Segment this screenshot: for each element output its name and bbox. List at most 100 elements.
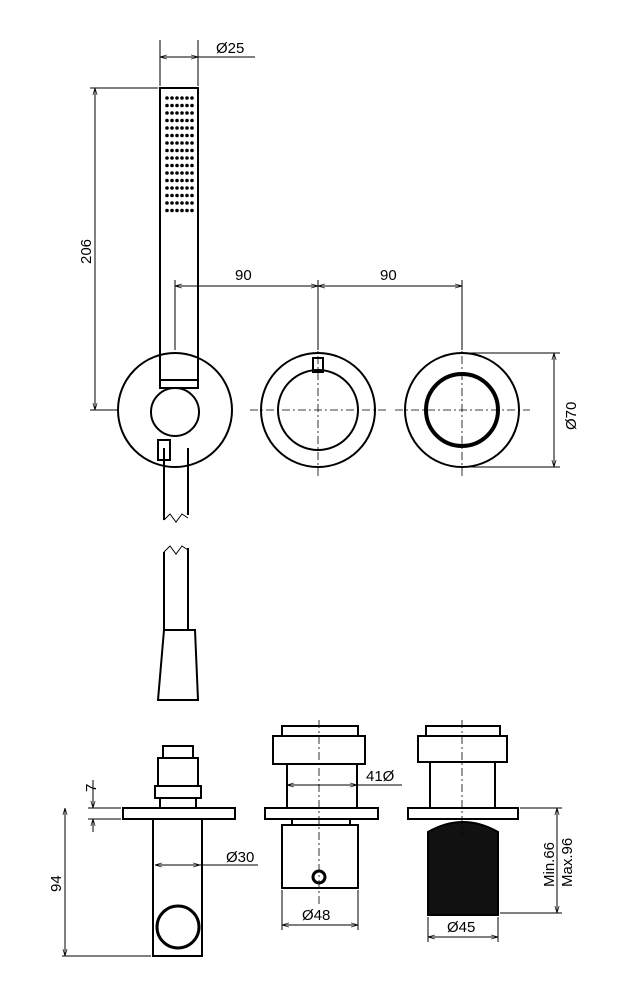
- dimension-rosette-diameter: Ø70: [462, 352, 580, 468]
- nozzle-dot: [190, 163, 194, 168]
- nozzle-dot: [170, 118, 174, 123]
- nozzle-dot: [165, 163, 169, 168]
- nozzle-dot: [185, 133, 189, 138]
- nozzle-dot: [185, 193, 189, 198]
- label-handshower-height: 206: [78, 239, 95, 264]
- dimension-handshower-height: 206: [78, 87, 158, 411]
- dimension-knob-diameter: Ø45: [427, 917, 499, 942]
- nozzle-dot: [180, 126, 184, 130]
- nozzle-dot: [190, 118, 194, 123]
- nozzle-dot: [175, 201, 179, 205]
- nozzle-dot: [170, 96, 174, 100]
- nozzle-dot: [190, 193, 194, 198]
- dimension-handshower-diameter: Ø25: [159, 40, 255, 86]
- nozzle-dot: [165, 118, 169, 123]
- nozzle-dot: [165, 171, 169, 175]
- nozzle-dot: [170, 178, 174, 183]
- hose: [156, 448, 200, 701]
- label-outlet-diameter: Ø30: [226, 849, 254, 866]
- nozzle-dot: [180, 103, 184, 108]
- nozzle-dot: [180, 118, 184, 123]
- label-knob-diameter: Ø45: [447, 919, 475, 936]
- nozzle-dot: [185, 126, 189, 130]
- nozzle-dot: [175, 208, 179, 213]
- label-total-depth: 94: [48, 875, 65, 892]
- dimension-outlet-diameter: Ø30: [155, 849, 258, 866]
- nozzle-dot: [190, 148, 194, 153]
- nozzle-dot: [180, 163, 184, 168]
- dimension-spacing: 90 90: [174, 267, 463, 350]
- nozzle-dot: [170, 186, 174, 190]
- nozzle-dot: [185, 163, 189, 168]
- nozzle-dot: [180, 171, 184, 175]
- label-wall-max: Max.96: [559, 838, 576, 887]
- nozzle-dot: [185, 118, 189, 123]
- nozzle-dot: [170, 201, 174, 205]
- nozzle-dot: [165, 111, 169, 115]
- nozzle-dot: [165, 103, 169, 108]
- diverter-side-view: [407, 720, 519, 916]
- nozzle-dot: [185, 201, 189, 205]
- nozzle-dot: [180, 193, 184, 198]
- nozzle-dot: [190, 111, 194, 115]
- nozzle-dot: [170, 111, 174, 115]
- rosette-mixer: [250, 340, 386, 478]
- nozzle-dot: [175, 186, 179, 190]
- dimension-cartridge-diameter: 41Ø: [287, 768, 402, 785]
- nozzle-dot: [170, 103, 174, 108]
- nozzle-dot: [185, 103, 189, 108]
- nozzle-dot: [185, 148, 189, 153]
- nozzle-dot: [185, 96, 189, 100]
- label-spacing-right: 90: [380, 267, 397, 284]
- nozzle-dot: [190, 103, 194, 108]
- nozzle-dot: [190, 133, 194, 138]
- nozzle-dot: [190, 208, 194, 213]
- nozzle-dot: [180, 178, 184, 183]
- nozzle-dot: [185, 111, 189, 115]
- holder-side-view: [122, 745, 236, 957]
- nozzle-dot: [190, 126, 194, 130]
- nozzle-dot: [180, 96, 184, 100]
- rosette-diverter: [395, 340, 530, 478]
- nozzle-dot: [190, 156, 194, 160]
- spray-nozzles: [165, 96, 194, 213]
- nozzle-dot: [175, 171, 179, 175]
- nozzle-dot: [170, 148, 174, 153]
- nozzle-dot: [175, 193, 179, 198]
- nozzle-dot: [185, 186, 189, 190]
- nozzle-dot: [165, 156, 169, 160]
- mixer-side-view: [264, 720, 379, 905]
- nozzle-dot: [165, 148, 169, 153]
- nozzle-dot: [165, 201, 169, 205]
- nozzle-dot: [170, 126, 174, 130]
- nozzle-dot: [165, 208, 169, 213]
- nozzle-dot: [175, 156, 179, 160]
- label-flange-thickness: 7: [83, 784, 100, 792]
- nozzle-dot: [180, 186, 184, 190]
- label-spacing-left: 90: [235, 267, 252, 284]
- nozzle-dot: [175, 118, 179, 123]
- nozzle-dot: [175, 103, 179, 108]
- nozzle-dot: [170, 193, 174, 198]
- nozzle-dot: [165, 133, 169, 138]
- nozzle-dot: [170, 171, 174, 175]
- label-rosette-diameter: Ø70: [563, 402, 580, 430]
- nozzle-dot: [185, 171, 189, 175]
- nozzle-dot: [185, 208, 189, 213]
- nozzle-dot: [185, 178, 189, 183]
- nozzle-dot: [180, 141, 184, 145]
- nozzle-dot: [175, 111, 179, 115]
- nozzle-dot: [190, 141, 194, 145]
- nozzle-dot: [180, 111, 184, 115]
- handshower-front-view: [159, 87, 199, 389]
- nozzle-dot: [190, 201, 194, 205]
- nozzle-dot: [175, 126, 179, 130]
- dimension-flange-thickness: 7: [83, 780, 121, 832]
- nozzle-dot: [165, 96, 169, 100]
- nozzle-dot: [180, 148, 184, 153]
- nozzle-dot: [170, 141, 174, 145]
- nozzle-dot: [165, 141, 169, 145]
- nozzle-dot: [190, 186, 194, 190]
- nozzle-dot: [170, 163, 174, 168]
- dimension-wall-depth: Min.66 Max.96: [500, 807, 576, 914]
